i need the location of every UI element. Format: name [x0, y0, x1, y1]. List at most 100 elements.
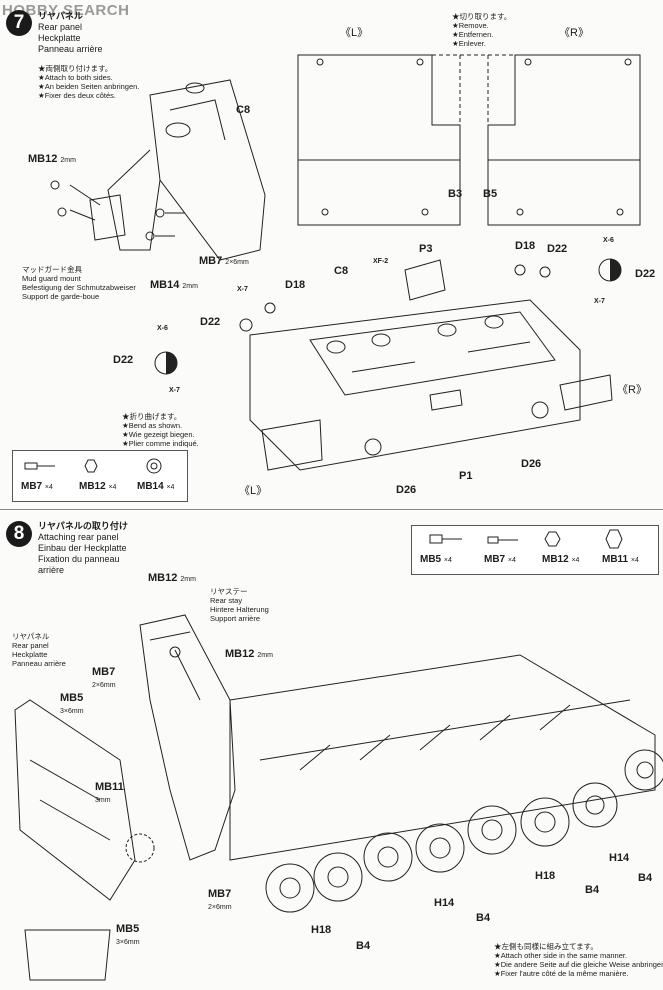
attach-note-fr: ★Fixer des deux côtés.: [38, 91, 117, 100]
part-mb12-s8-qty: ×4: [571, 557, 580, 564]
part-mb12-name: MB12: [79, 481, 106, 492]
part-mb5-qty: ×4: [443, 557, 452, 564]
mb5-bottom-size: 3×6mm: [116, 939, 140, 946]
hull-chassis: [229, 654, 656, 861]
step-7-title-en: Rear panel: [38, 22, 83, 32]
other-side-en: ★Attach other side in the same manner.: [494, 951, 628, 960]
label-mb7: MB7 2×6mm: [199, 255, 249, 267]
mb7-size: 2×6mm: [225, 259, 249, 266]
rear-panel-fr: Panneau arrière: [12, 659, 66, 668]
bend-note: ★折り曲げます。 ★Bend as shown. ★Wie gezeigt bi…: [122, 412, 199, 448]
panel-b3: [297, 54, 461, 226]
rear-panel-label: リヤパネル Rear panel Heckplatte Panneau arri…: [12, 632, 66, 668]
label-d18-left: D18: [285, 279, 306, 291]
mb7-left-name: MB7: [92, 666, 116, 678]
mb5-bottom-name: MB5: [116, 923, 140, 935]
label-h18-right: H18: [535, 870, 556, 882]
mb12-mid-size: 2mm: [257, 652, 273, 659]
rear-panel-drawing: [14, 699, 155, 981]
mb14-size: 2mm: [182, 283, 198, 290]
mb7-name: MB7: [199, 255, 223, 267]
mb11-name: MB11: [95, 781, 124, 793]
d22-right-part: [539, 266, 551, 278]
filled-details: [166, 259, 621, 374]
label-b5: B5: [483, 188, 498, 200]
label-d22-right-top: D22: [547, 243, 568, 255]
rear-stay-drawing: [139, 614, 236, 861]
road-wheels: [265, 749, 663, 913]
step-7-title-de: Heckplatte: [38, 33, 81, 43]
part-mb7-s8: MB7 ×4: [484, 554, 516, 565]
label-l-bottom: 《L》: [239, 485, 268, 497]
label-b4-right: B4: [585, 884, 600, 896]
label-mb12: MB12 2mm: [28, 153, 76, 165]
mb5-left-name: MB5: [60, 692, 84, 704]
mud-guard-jp: マッドガード金具: [22, 265, 82, 274]
part-mb12: MB12 ×4: [79, 481, 116, 492]
panel-b5: [487, 54, 641, 226]
part-mb14-name: MB14: [137, 481, 164, 492]
step-7-title: リヤパネル Rear panel Heckplatte Panneau arri…: [38, 11, 103, 55]
label-r-bottom: 《R》: [617, 384, 647, 396]
attach-note-en: ★Attach to both sides.: [38, 73, 113, 82]
attach-note-jp: ★両側取り付けます。: [38, 64, 113, 73]
label-x7-left: X-7: [237, 286, 248, 293]
mb12-mid-name: MB12: [225, 648, 255, 660]
part-mb14-qty: ×4: [166, 484, 175, 491]
mud-guard-fr: Support de garde-boue: [22, 292, 100, 301]
mb7-bottom-name: MB7: [208, 888, 232, 900]
label-d18-right: D18: [515, 240, 536, 252]
mb12-size: 2mm: [60, 157, 76, 164]
label-mb14: MB14 2mm: [150, 279, 198, 291]
label-mb5-bottom: MB5 3×6mm: [116, 923, 140, 947]
step-separator: [0, 509, 663, 510]
other-side-jp: ★左側も同様に組み立てます。: [494, 942, 598, 951]
step-7-parts-box: MB7 ×4 MB12 ×4 MB14 ×4: [12, 450, 188, 502]
bend-note-en: ★Bend as shown.: [122, 421, 183, 430]
label-c8-mid: C8: [334, 265, 349, 277]
label-d26-left: D26: [396, 484, 417, 496]
bend-note-fr: ★Plier comme indiqué.: [122, 439, 199, 448]
remove-note-jp: ★切り取ります。: [452, 12, 512, 21]
step-8-title-fr: Fixation du panneau: [38, 554, 120, 564]
remove-note-fr: ★Enlever.: [452, 39, 486, 48]
part-mb12-s8-name: MB12: [542, 554, 569, 565]
mb12-top-name: MB12: [148, 572, 178, 584]
step-8-title-en: Attaching rear panel: [38, 532, 119, 542]
label-h14-right: H14: [609, 852, 630, 864]
watermark-text: HOBBY SEARCH: [2, 2, 130, 19]
part-mb7-name: MB7: [21, 481, 43, 492]
label-b4-left: B4: [356, 940, 371, 952]
mb7-bottom-size: 2×6mm: [208, 904, 232, 911]
mb5-left-size: 3×6mm: [60, 708, 84, 715]
rear-panel-sketch: [50, 79, 266, 261]
remove-note-de: ★Entfernen.: [452, 30, 494, 39]
label-x6-circle: X-6: [157, 325, 168, 332]
step-8-title: リヤパネルの取り付け Attaching rear panel Einbau d…: [38, 521, 128, 576]
bend-note-de: ★Wie gezeigt biegen.: [122, 430, 195, 439]
part-mb7-s8-name: MB7: [484, 554, 506, 565]
rear-hull-assembly: [249, 259, 613, 471]
step-8-title-de: Einbau der Heckplatte: [38, 543, 127, 553]
step-8-number: 8: [6, 521, 32, 547]
label-h14-mid: H14: [434, 897, 455, 909]
other-side-de: ★Die andere Seite auf die gleiche Weise …: [494, 960, 663, 969]
remove-note: ★切り取ります。 ★Remove. ★Entfernen. ★Enlever.: [452, 12, 511, 48]
step-7-part-icons: [24, 458, 162, 474]
label-side-left: 《L》: [340, 27, 369, 39]
step-7-number: 7: [6, 10, 32, 36]
part-mb11-qty: ×4: [630, 557, 639, 564]
part-mb14: MB14 ×4: [137, 481, 174, 492]
part-mb7-qty: ×4: [44, 484, 53, 491]
rear-stay-en: Rear stay: [210, 596, 243, 605]
label-side-right: 《R》: [559, 27, 589, 39]
label-mb7-bottom: MB7 2×6mm: [208, 888, 232, 912]
label-d22-far: D22: [635, 268, 656, 280]
d22-left-part: [239, 318, 253, 332]
step-7-title-fr: Panneau arrière: [38, 44, 103, 54]
step-8-title-fr2: arrière: [38, 565, 65, 575]
bend-note-jp: ★折り曲げます。: [122, 412, 182, 421]
part-mb7-s8-qty: ×4: [507, 557, 516, 564]
